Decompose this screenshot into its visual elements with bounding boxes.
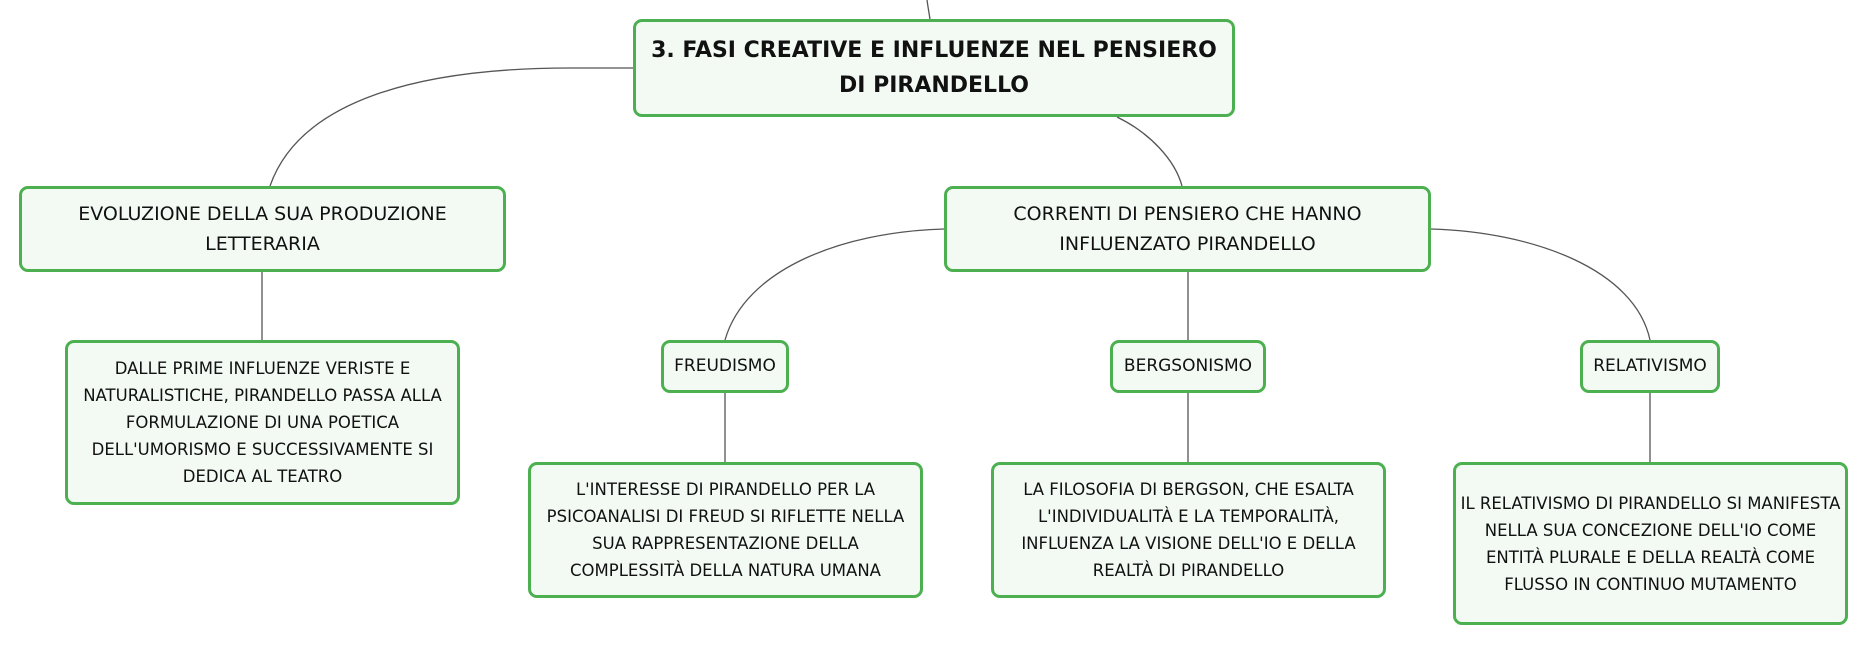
node-evoluzione-label: EVOLUZIONE DELLA SUA PRODUZIONE LETTERAR… [78,203,447,255]
node-bergsonismo-label: BERGSONISMO [1123,356,1253,376]
node-freudismo[interactable]: FREUDISMO [661,340,789,393]
node-relativismo[interactable]: RELATIVISMO [1580,340,1720,393]
node-evoluzione-description[interactable]: DALLE PRIME INFLUENZE VERISTE E NATURALI… [65,340,460,505]
node-bergsonismo-description-text: LA FILOSOFIA DI BERGSON, CHE ESALTA L'IN… [1021,480,1356,580]
root-node[interactable]: 3. FASI CREATIVE E INFLUENZE NEL PENSIER… [633,19,1235,117]
node-freudismo-description[interactable]: L'INTERESSE DI PIRANDELLO PER LA PSICOAN… [528,462,923,598]
node-freudismo-description-text: L'INTERESSE DI PIRANDELLO PER LA PSICOAN… [546,480,905,580]
connector-correnti-freudismo [724,228,945,341]
node-evoluzione-description-text: DALLE PRIME INFLUENZE VERISTE E NATURALI… [83,359,442,486]
node-relativismo-label: RELATIVISMO [1593,356,1707,376]
connector-correnti-relativismo [1430,228,1651,341]
node-bergsonismo-description[interactable]: LA FILOSOFIA DI BERGSON, CHE ESALTA L'IN… [991,462,1386,598]
node-evoluzione[interactable]: EVOLUZIONE DELLA SUA PRODUZIONE LETTERAR… [19,186,506,272]
node-correnti[interactable]: CORRENTI DI PENSIERO CHE HANNO INFLUENZA… [944,186,1431,272]
node-correnti-label: CORRENTI DI PENSIERO CHE HANNO INFLUENZA… [1013,203,1362,255]
node-freudismo-label: FREUDISMO [674,356,776,376]
node-relativismo-description-text: IL RELATIVISMO DI PIRANDELLO SI MANIFEST… [1460,493,1841,594]
connector-incoming-root [926,0,931,20]
root-node-title: 3. FASI CREATIVE E INFLUENZE NEL PENSIER… [651,38,1217,98]
connector-root-correnti [1116,116,1183,187]
node-relativismo-description[interactable]: IL RELATIVISMO DI PIRANDELLO SI MANIFEST… [1453,462,1848,625]
node-bergsonismo[interactable]: BERGSONISMO [1110,340,1266,393]
connector-root-evoluzione [269,67,633,187]
